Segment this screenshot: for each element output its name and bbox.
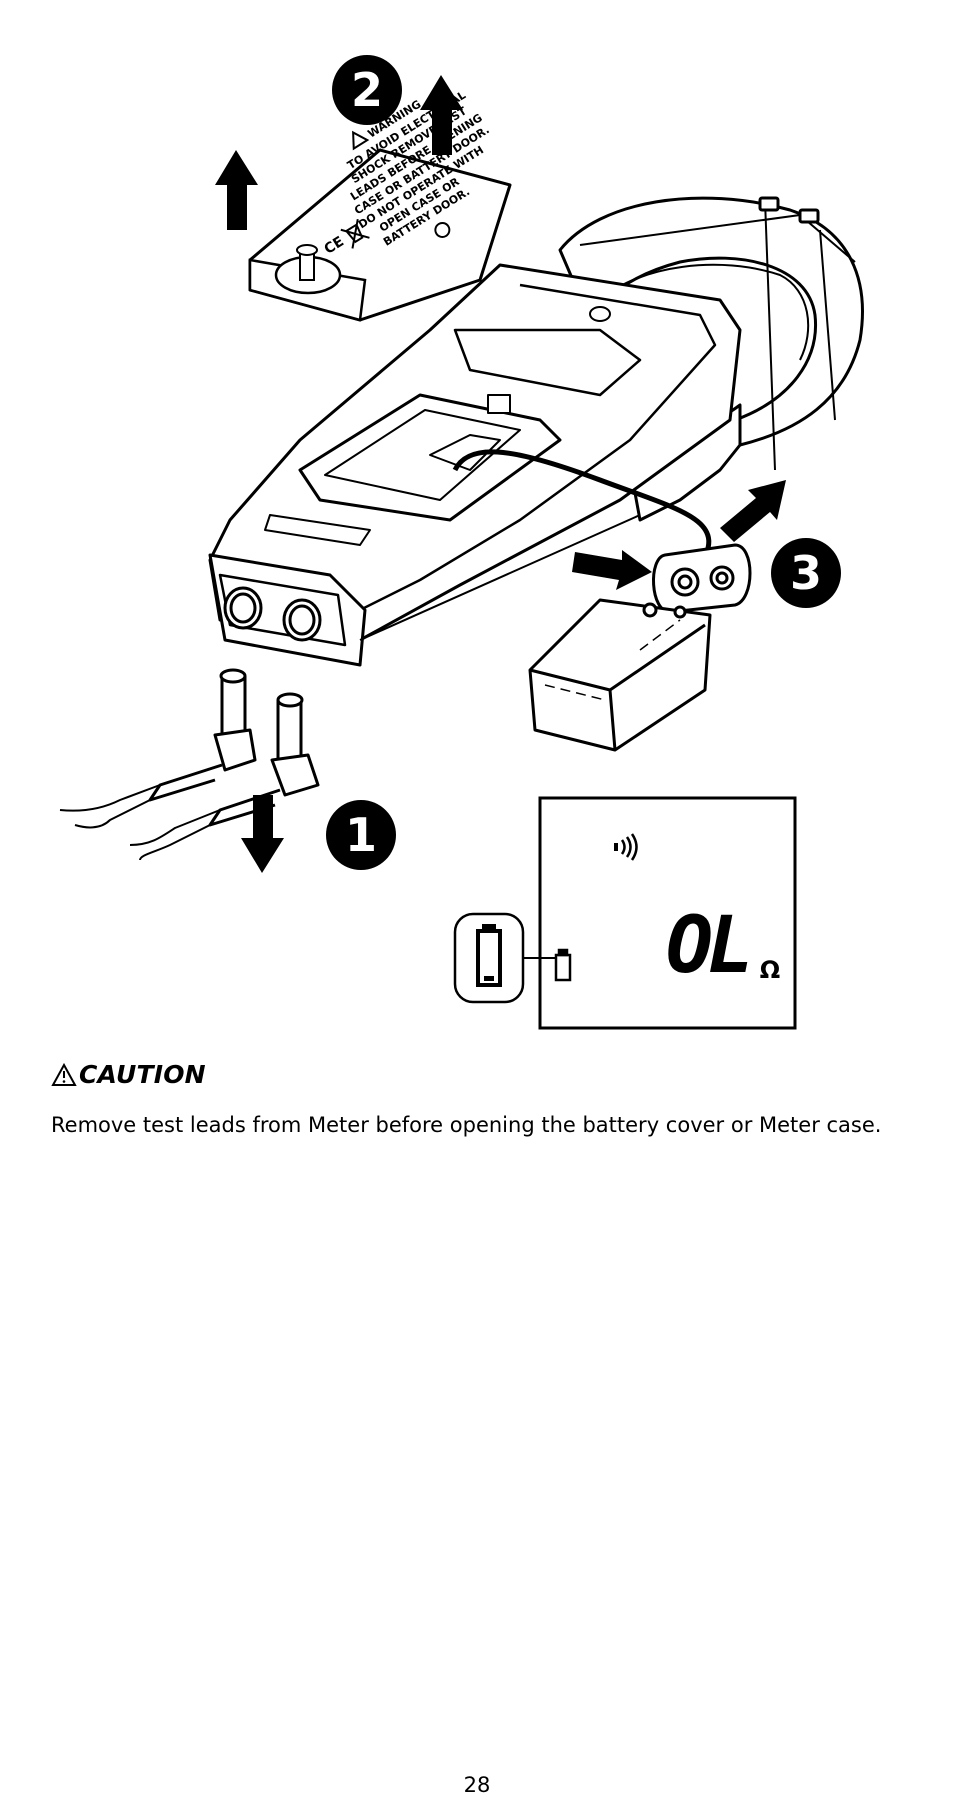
battery-replacement-illustration: WARNING TO AVOID ELECTRICAL SHOCK REMOVE… [59, 55, 864, 1030]
lcd-display: OL Ω [538, 796, 797, 1030]
arrow-up-icon [215, 150, 258, 230]
page-number: 28 [463, 1773, 491, 1797]
caution-heading: CAUTION [51, 1060, 206, 1089]
step-2-number: 2 [351, 63, 383, 117]
recycle-icon [434, 221, 451, 238]
step-2-badge: 2 [332, 55, 402, 125]
battery-snap-connector [652, 543, 752, 614]
arrow-up-icon [420, 75, 463, 155]
caution-text: Remove test leads from Meter before open… [51, 1113, 882, 1137]
caution-title: CAUTION [79, 1060, 206, 1089]
arrow-up-right-icon [720, 480, 786, 542]
lcd-reading: OL [666, 901, 748, 991]
step-3-badge: 3 [771, 538, 841, 608]
step-1-badge: 1 [326, 800, 396, 870]
weee-bin-icon [340, 218, 370, 249]
nine-volt-battery [528, 598, 712, 752]
continuity-beeper-icon [614, 833, 638, 861]
low-battery-callout [453, 912, 555, 1004]
arrow-down-icon [241, 795, 284, 873]
low-battery-icon [554, 948, 572, 982]
warning-triangle-icon [51, 1062, 77, 1086]
battery-snap-wire [452, 449, 712, 567]
battery-icon [476, 924, 502, 987]
test-leads [59, 668, 320, 861]
step-3-number: 3 [790, 546, 822, 600]
ohm-unit: Ω [760, 956, 780, 984]
step-1-number: 1 [345, 808, 377, 862]
door-warning-triangle-icon [352, 130, 370, 151]
arrow-right-icon [572, 550, 652, 590]
